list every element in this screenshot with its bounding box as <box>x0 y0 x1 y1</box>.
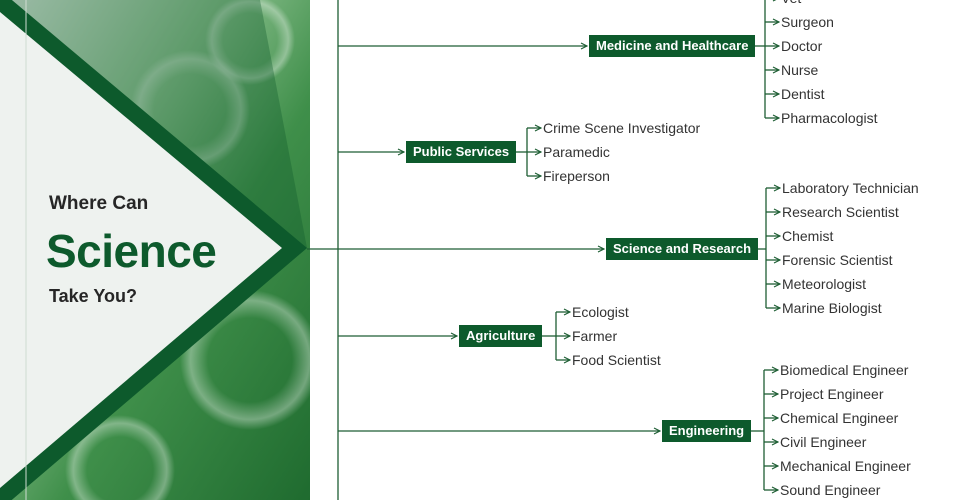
career-item: Chemical Engineer <box>780 410 899 426</box>
glass-highlight <box>65 415 175 500</box>
career-item: Civil Engineer <box>780 434 867 450</box>
career-item: Marine Biologist <box>782 300 882 316</box>
category-agriculture: Agriculture <box>459 325 543 347</box>
career-item: Crime Scene Investigator <box>543 120 701 136</box>
career-item: Farmer <box>572 328 618 344</box>
career-item: Research Scientist <box>782 204 899 220</box>
hero-heading-line1: Where Can <box>49 193 149 214</box>
hero-panel: Where Can Science Take You? <box>0 0 310 500</box>
career-item: Pharmacologist <box>781 110 878 126</box>
career-item: Fireperson <box>543 168 610 184</box>
career-item: Vet <box>781 0 801 6</box>
career-item: Chemist <box>782 228 834 244</box>
hero-background <box>0 0 310 500</box>
career-item: Dentist <box>781 86 825 102</box>
category-public-services: Public Services <box>406 141 517 163</box>
career-item: Biomedical Engineer <box>780 362 909 378</box>
hero-heading-science: Science <box>46 225 217 277</box>
category-engineering: Engineering <box>662 420 752 442</box>
career-item: Project Engineer <box>780 386 884 402</box>
career-item: Sound Engineer <box>780 482 881 498</box>
career-item: Nurse <box>781 62 819 78</box>
category-medicine-and-healthcare: Medicine and Healthcare <box>589 35 756 57</box>
category-science-and-research: Science and Research <box>606 238 759 260</box>
career-item: Paramedic <box>543 144 610 160</box>
glass-highlight <box>205 0 295 85</box>
career-item: Forensic Scientist <box>782 252 893 268</box>
light-triangle <box>0 12 282 488</box>
career-item: Laboratory Technician <box>782 180 919 196</box>
career-item: Ecologist <box>572 304 629 320</box>
career-item: Food Scientist <box>572 352 661 368</box>
career-item: Surgeon <box>781 14 834 30</box>
career-item: Mechanical Engineer <box>780 458 911 474</box>
hero-heading-line3: Take You? <box>49 286 138 306</box>
career-item: Doctor <box>781 38 823 54</box>
career-item: Meteorologist <box>782 276 867 292</box>
